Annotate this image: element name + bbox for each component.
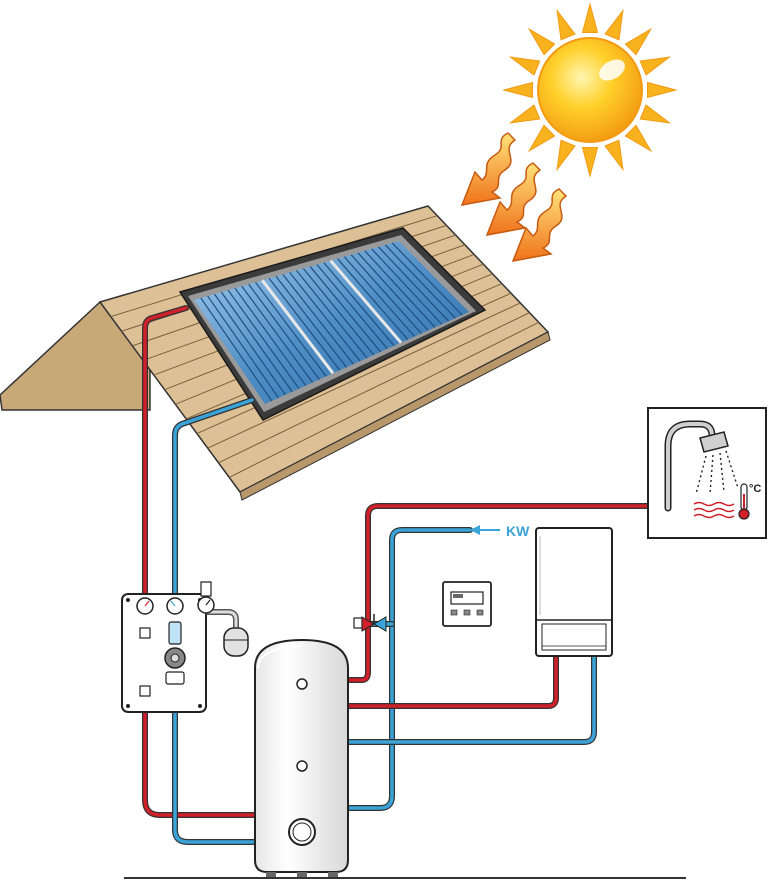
- absorber-tube: [357, 252, 429, 331]
- safety-valve-icon: [200, 581, 212, 597]
- cold-pipe: [345, 527, 473, 811]
- hot-pipe: [142, 305, 258, 818]
- sun-ray: [527, 27, 556, 56]
- absorber-tube: [275, 276, 348, 368]
- absorber-tube: [302, 268, 375, 356]
- valve-icon: [139, 627, 151, 639]
- sun-ray: [502, 81, 533, 99]
- absorber-tube: [282, 274, 354, 365]
- sun-ray: [639, 104, 672, 124]
- roof-plank: [218, 312, 530, 464]
- tank-foot: [266, 872, 276, 877]
- module-divider: [329, 259, 403, 344]
- sun-ray: [556, 8, 576, 41]
- hot-pipe: [345, 653, 559, 709]
- absorber-tube: [364, 250, 436, 328]
- absorber-tube: [214, 293, 286, 396]
- sun-ray: [604, 139, 624, 172]
- wall-mounted-boiler: [535, 527, 613, 657]
- solar-controller: [442, 581, 492, 627]
- tank-sensor-port: [296, 678, 308, 690]
- heat-arrow-icon: [460, 132, 517, 206]
- valve-icon: [139, 685, 151, 697]
- solar-pump-station: [121, 593, 207, 713]
- sun-highlight: [599, 59, 625, 81]
- shower-tap-icon: [664, 420, 729, 512]
- absorber-tube: [323, 262, 395, 347]
- sun-ray: [556, 139, 576, 172]
- absorber-tube: [384, 244, 456, 319]
- sun-icon: [502, 2, 678, 178]
- absorber-tube: [289, 272, 361, 362]
- absorber-tube: [343, 256, 416, 337]
- absorber-tube: [227, 289, 300, 390]
- pump-station-housing: [121, 593, 207, 713]
- absorber-tube: [316, 264, 388, 350]
- absorber-tube: [309, 266, 382, 353]
- cold-water-inlet: KW: [470, 523, 530, 539]
- sun-core: [537, 37, 643, 143]
- absorber-tube: [350, 254, 422, 334]
- sun-ray: [639, 56, 672, 76]
- absorber-tube: [234, 287, 307, 386]
- heat-radiation-arrows: [460, 132, 568, 262]
- tank-foot: [328, 872, 338, 877]
- thermometer-icon: [738, 483, 750, 520]
- sun-ray: [647, 81, 678, 99]
- cold-pipe: [345, 653, 597, 745]
- flow-meter: [168, 621, 182, 645]
- tank-foot: [297, 872, 307, 877]
- tank-body: [254, 638, 349, 873]
- hot-water-storage-tank: [254, 638, 349, 877]
- heat-arrow-icon: [485, 162, 542, 236]
- sun-ray: [527, 124, 556, 153]
- temperature-unit-label: °C: [749, 483, 761, 495]
- heat-waves-icon: [693, 501, 735, 519]
- water-spray-icon: [695, 450, 739, 495]
- sun-rays: [502, 2, 678, 178]
- sun-ray: [624, 27, 653, 56]
- expansion-vessel-body: [223, 627, 249, 657]
- absorber-tube: [378, 246, 450, 322]
- absorber-tube: [220, 291, 293, 393]
- sun-ray: [624, 124, 653, 153]
- absorber-tube: [268, 278, 341, 371]
- sun-ray: [581, 2, 599, 33]
- absorber-tube: [248, 283, 320, 380]
- tank-sensor-port: [296, 760, 308, 772]
- heat-arrow-icon: [511, 188, 568, 262]
- absorber-tube: [255, 281, 327, 377]
- cold-water-label: KW: [506, 523, 530, 539]
- absorber-tube: [391, 242, 463, 316]
- module-divider: [261, 279, 335, 375]
- sun-ray: [581, 147, 599, 178]
- absorber-tube: [337, 258, 409, 340]
- hot-water-outlet: °C: [647, 407, 767, 539]
- roof-edge: [239, 331, 551, 501]
- absorber-tube: [296, 270, 368, 359]
- sun-ray: [508, 56, 541, 76]
- absorber-tube: [371, 248, 443, 325]
- sun-ray: [604, 8, 624, 41]
- absorber-tube: [200, 297, 273, 402]
- collector-module-dividers: [261, 259, 403, 375]
- mixing-valve: [353, 614, 387, 632]
- absorber-tube: [241, 285, 314, 383]
- expansion-vessel: [197, 581, 249, 657]
- solar-collector: [178, 227, 487, 421]
- roof-plank: [229, 321, 539, 478]
- sun-ray: [508, 104, 541, 124]
- hot-pipe: [345, 503, 651, 683]
- absorber-tube: [207, 295, 280, 399]
- roof-plank: [207, 302, 521, 449]
